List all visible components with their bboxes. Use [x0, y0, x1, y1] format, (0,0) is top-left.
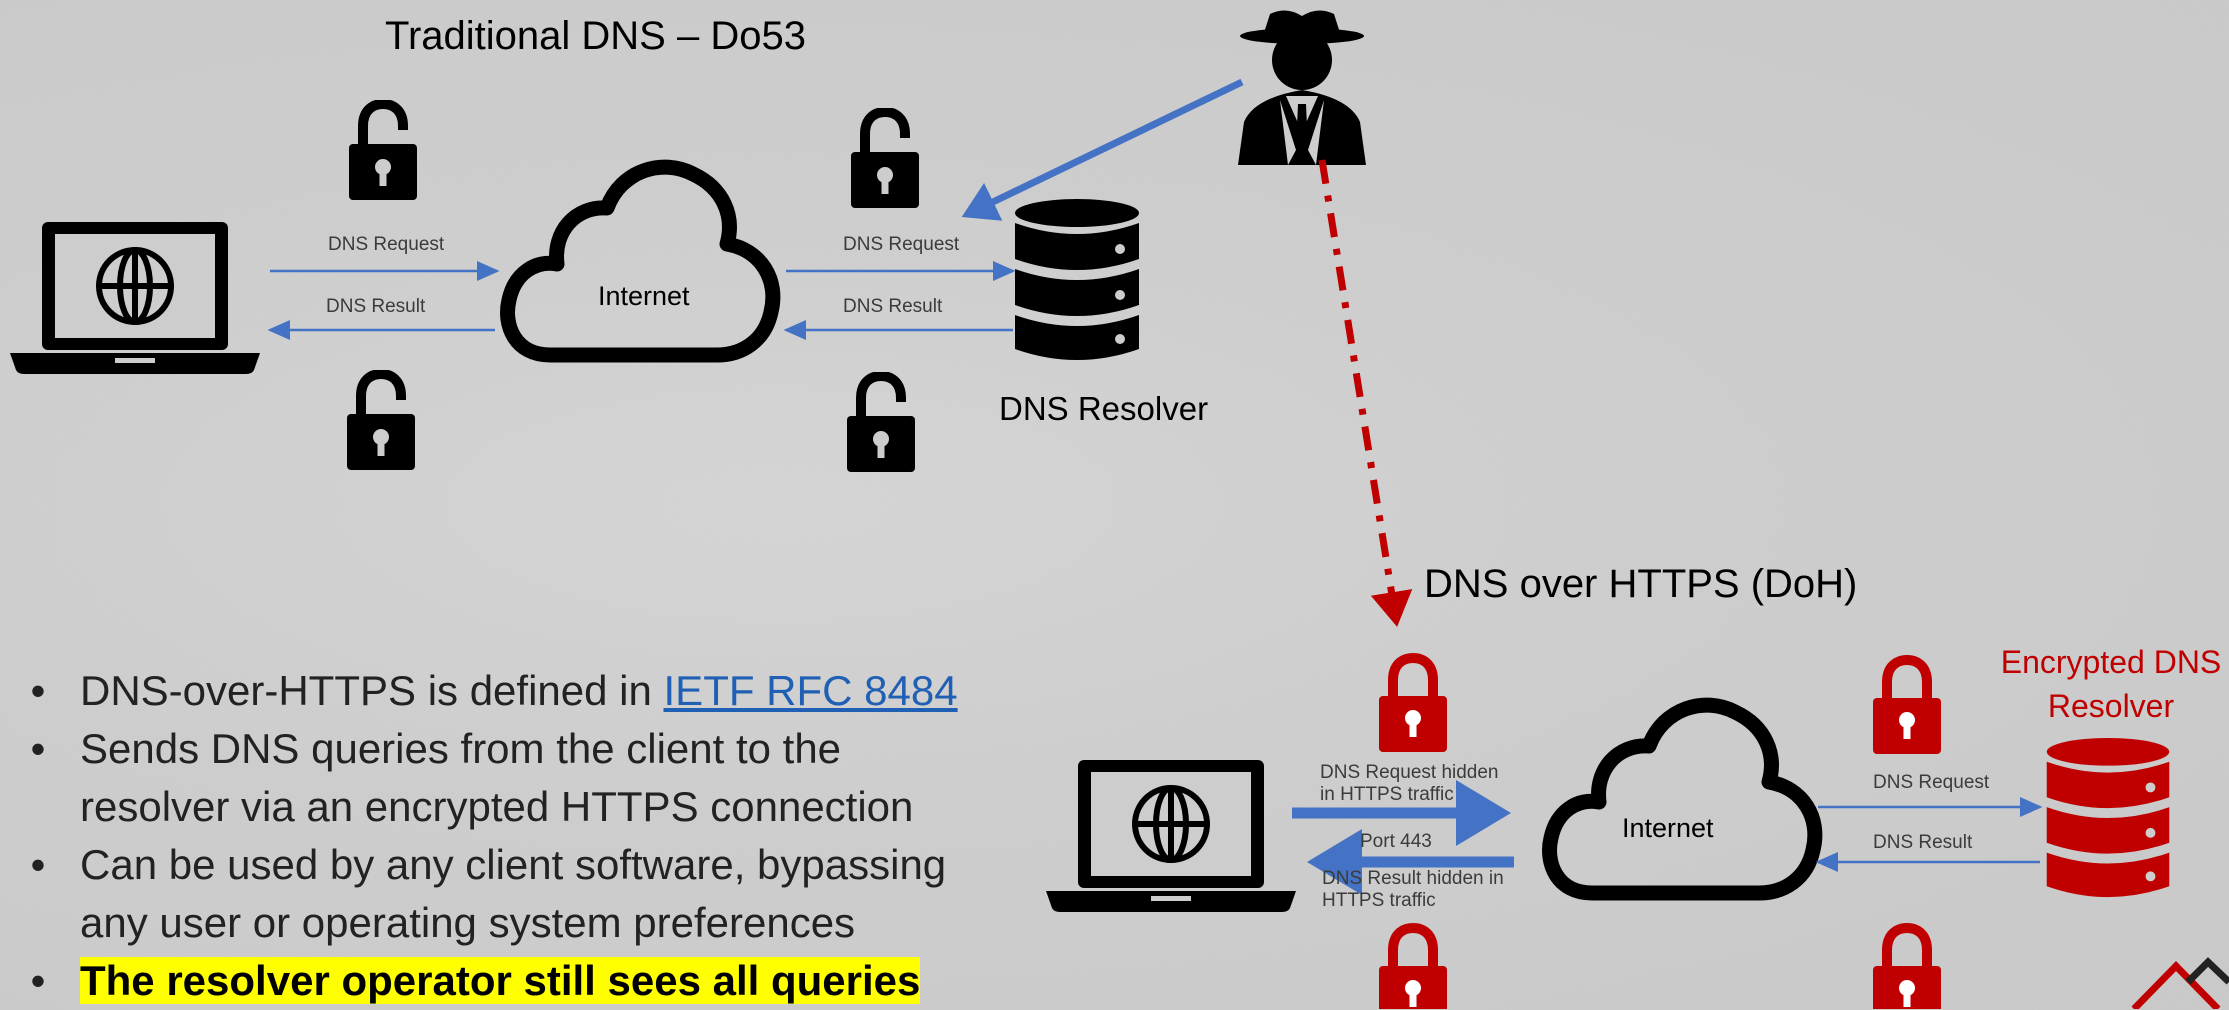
bullet-item: • Sends DNS queries from the client to t… — [18, 720, 1018, 836]
dns-request-label: DNS Request — [1873, 772, 1990, 793]
dns-request-label: DNS Request — [843, 234, 960, 255]
internet-label: Internet — [1622, 813, 1714, 843]
bullet-marker: • — [30, 841, 46, 888]
dns-request-label: DNS Request — [328, 234, 445, 255]
internet-cloud-icon — [508, 167, 773, 355]
port-label: Port 443 — [1360, 831, 1432, 852]
open-lock-icon — [349, 104, 417, 200]
dns-request-hidden-label: DNS Request hidden in HTTPS traffic — [1320, 762, 1499, 805]
dns-resolver-label: DNS Resolver — [999, 390, 1209, 427]
locked-icon — [1873, 928, 1941, 1009]
corner-logo — [2131, 957, 2229, 1009]
highlighted-statement: The resolver operator still sees all que… — [80, 957, 921, 1004]
dns-result-label: DNS Result — [1873, 832, 1973, 853]
bullet-list: • DNS-over-HTTPS is defined in IETF RFC … — [18, 662, 1018, 1010]
internet-label: Internet — [598, 281, 690, 311]
intercept-dashed-arrow — [1318, 159, 1413, 627]
dns-result-label: DNS Result — [843, 296, 943, 317]
encrypted-resolver-db-icon — [2046, 737, 2170, 898]
encrypted-resolver-label: Encrypted DNS Resolver — [2000, 644, 2222, 724]
internet-cloud-icon — [1550, 705, 1815, 893]
locked-icon — [1379, 928, 1447, 1009]
laptop-icon — [10, 222, 260, 374]
intercept-arrow — [961, 78, 1244, 221]
spy-icon — [1238, 10, 1366, 165]
bullet-marker: • — [30, 667, 46, 714]
traditional-dns-title: Traditional DNS – Do53 — [385, 14, 806, 58]
bullet-item: • The resolver operator still sees all q… — [18, 952, 1018, 1010]
bullet-item: • DNS-over-HTTPS is defined in IETF RFC … — [18, 662, 1018, 720]
bullet-item: • Can be used by any client software, by… — [18, 836, 1018, 952]
laptop-icon — [1046, 760, 1296, 912]
dns-result-label: DNS Result — [326, 296, 426, 317]
rfc-link[interactable]: IETF RFC 8484 — [663, 667, 958, 714]
locked-icon — [1379, 658, 1447, 752]
doh-title: DNS over HTTPS (DoH) — [1424, 562, 1858, 606]
bullet-marker: • — [30, 957, 46, 1004]
open-lock-icon — [847, 376, 915, 472]
locked-icon — [1873, 660, 1941, 754]
open-lock-icon — [347, 374, 415, 470]
dns-result-hidden-label: DNS Result hidden in HTTPS traffic — [1322, 868, 1504, 911]
bullet-marker: • — [30, 725, 46, 772]
open-lock-icon — [851, 112, 919, 208]
dns-resolver-db-icon — [1015, 199, 1139, 360]
